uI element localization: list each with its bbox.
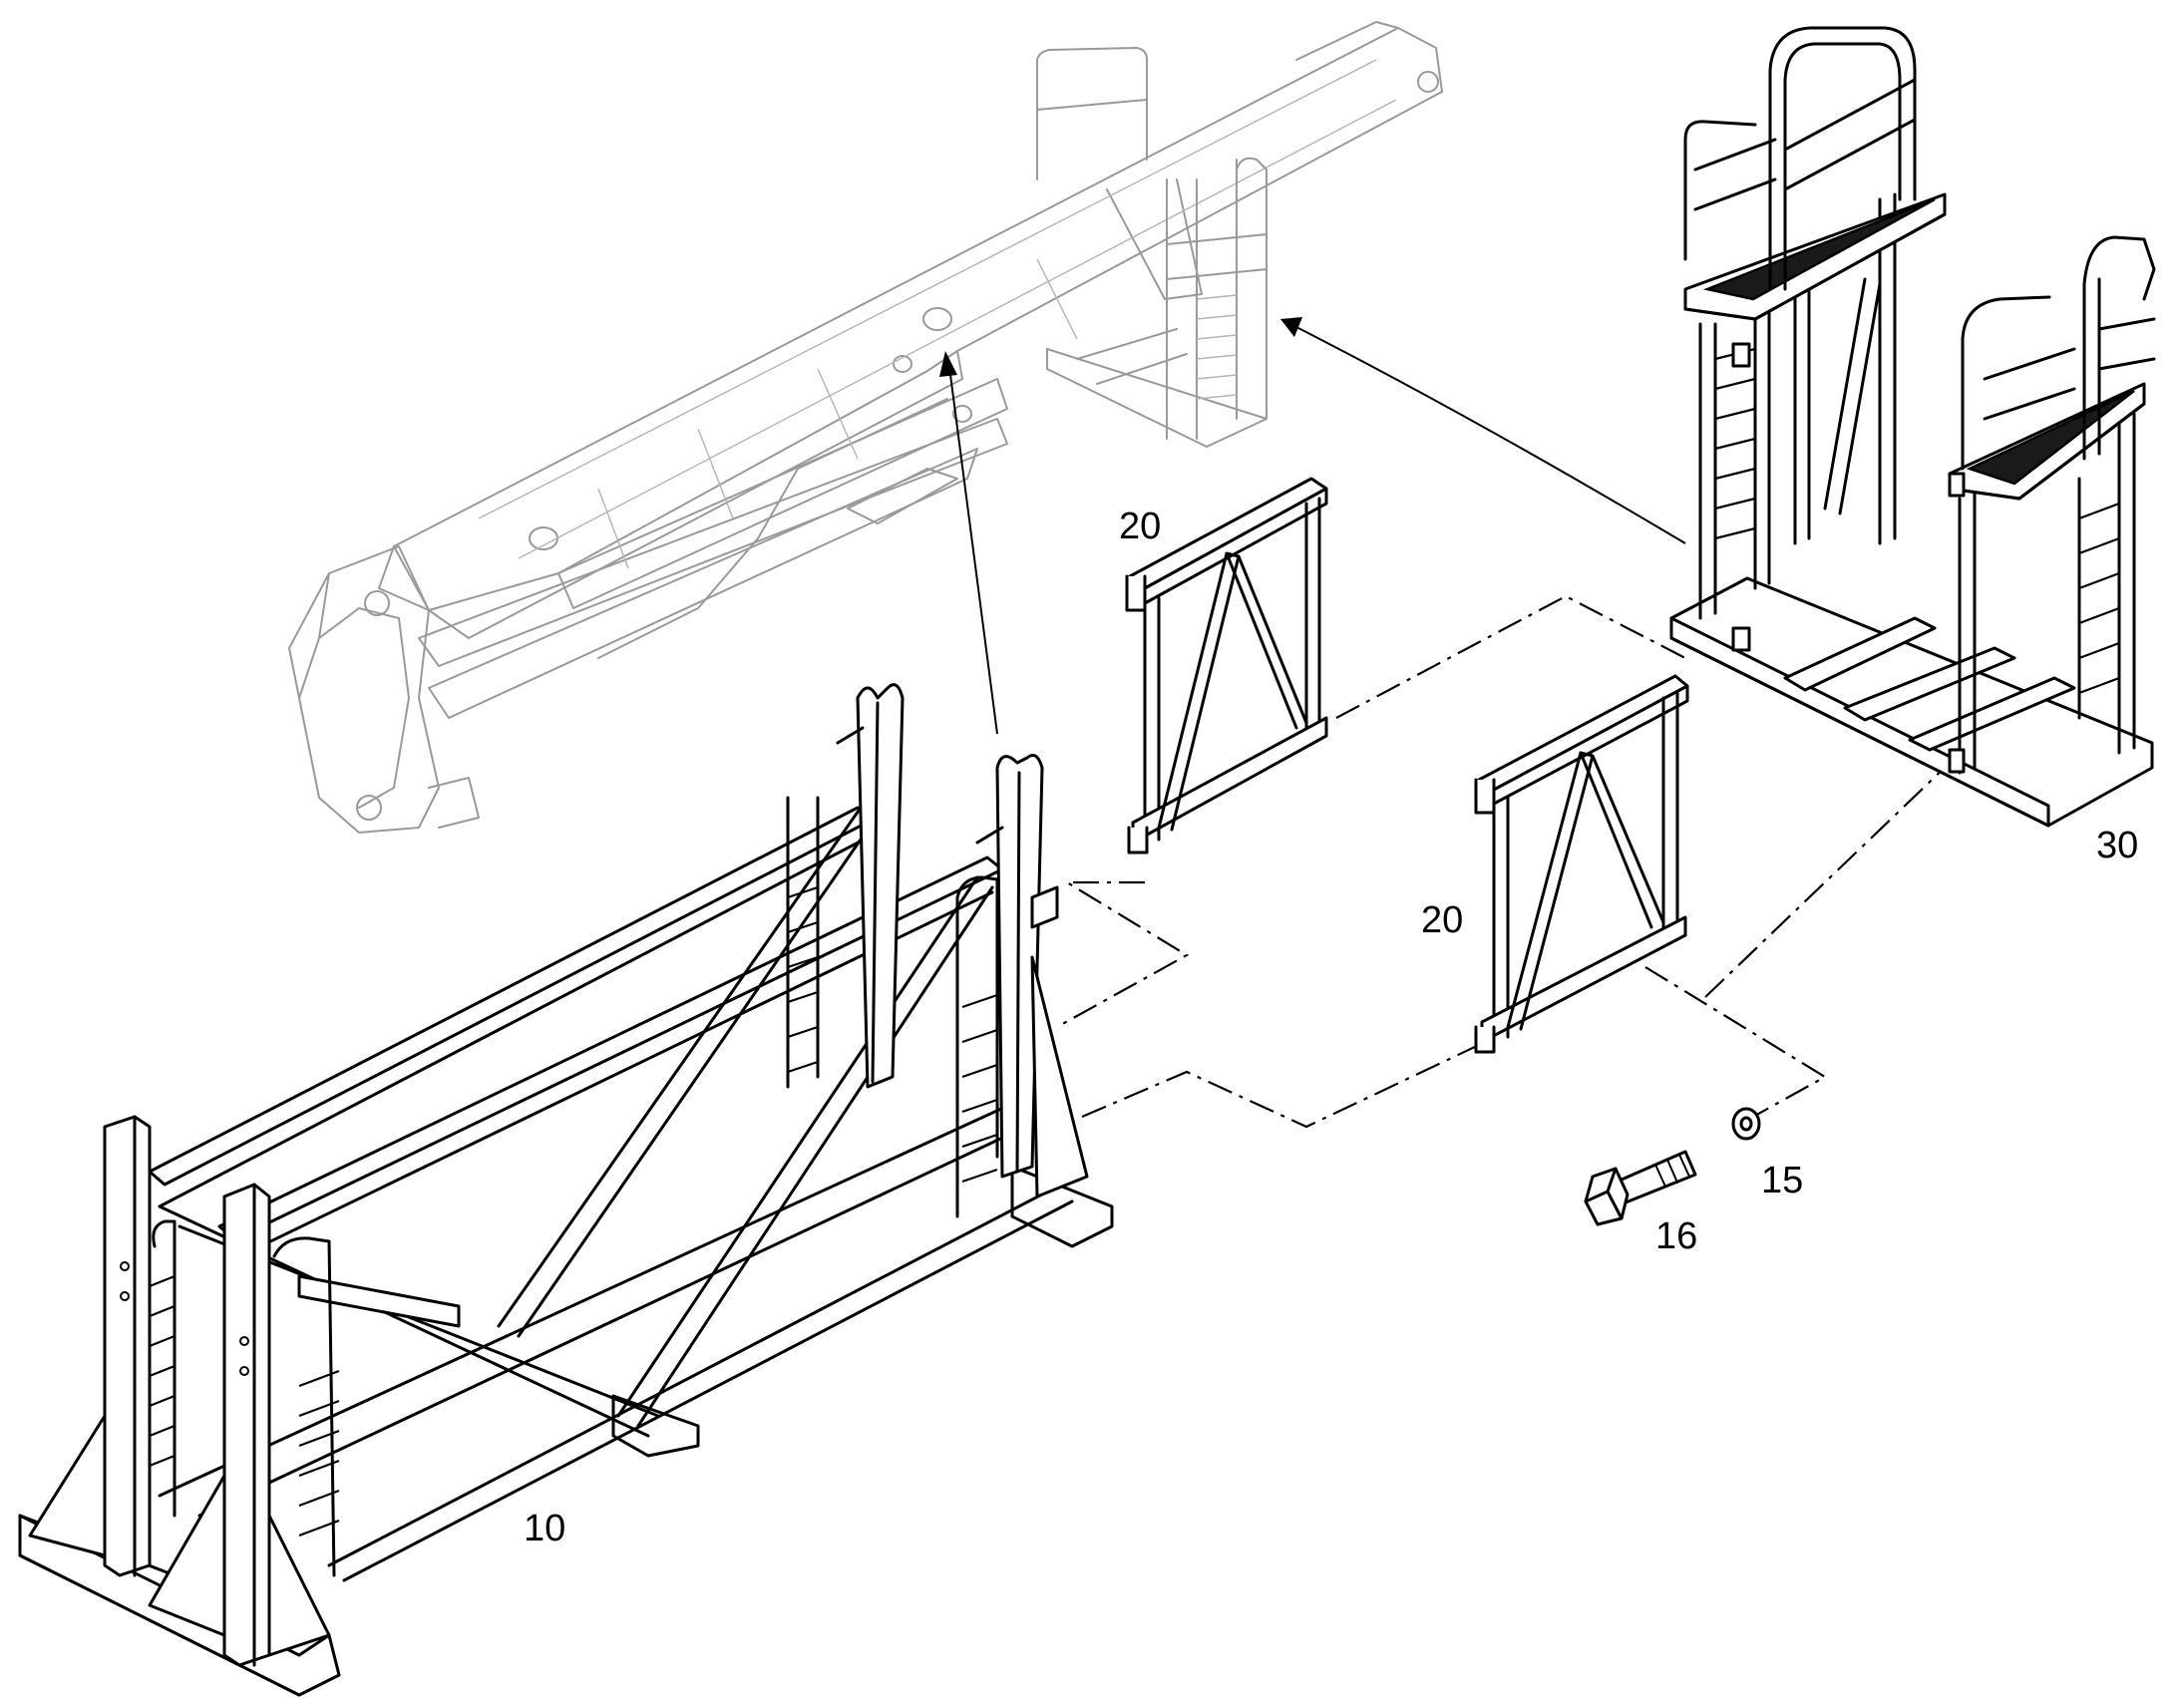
crossmember-upper xyxy=(1125,477,1328,854)
crossmember-lower xyxy=(1474,674,1689,1054)
alignment-lines xyxy=(1056,594,1951,1129)
arrowhead-icon xyxy=(1280,317,1302,337)
callout-20-upper: 20 xyxy=(1119,506,1161,547)
arrowhead-icon xyxy=(939,351,957,377)
main-frame xyxy=(18,683,1114,1697)
callout-10: 10 xyxy=(524,1508,565,1549)
callout-15: 15 xyxy=(1761,1160,1803,1201)
callouts: 20 20 30 15 16 10 xyxy=(524,506,2138,1549)
platform-assembly xyxy=(1669,26,2156,828)
callout-16: 16 xyxy=(1655,1215,1697,1257)
bolt xyxy=(1584,1150,1697,1226)
boom-ghost xyxy=(288,21,1443,834)
assembly-arrows xyxy=(939,317,1686,735)
callout-30: 30 xyxy=(2096,825,2138,866)
washer xyxy=(1731,1107,1761,1141)
callout-20-lower: 20 xyxy=(1421,899,1463,941)
